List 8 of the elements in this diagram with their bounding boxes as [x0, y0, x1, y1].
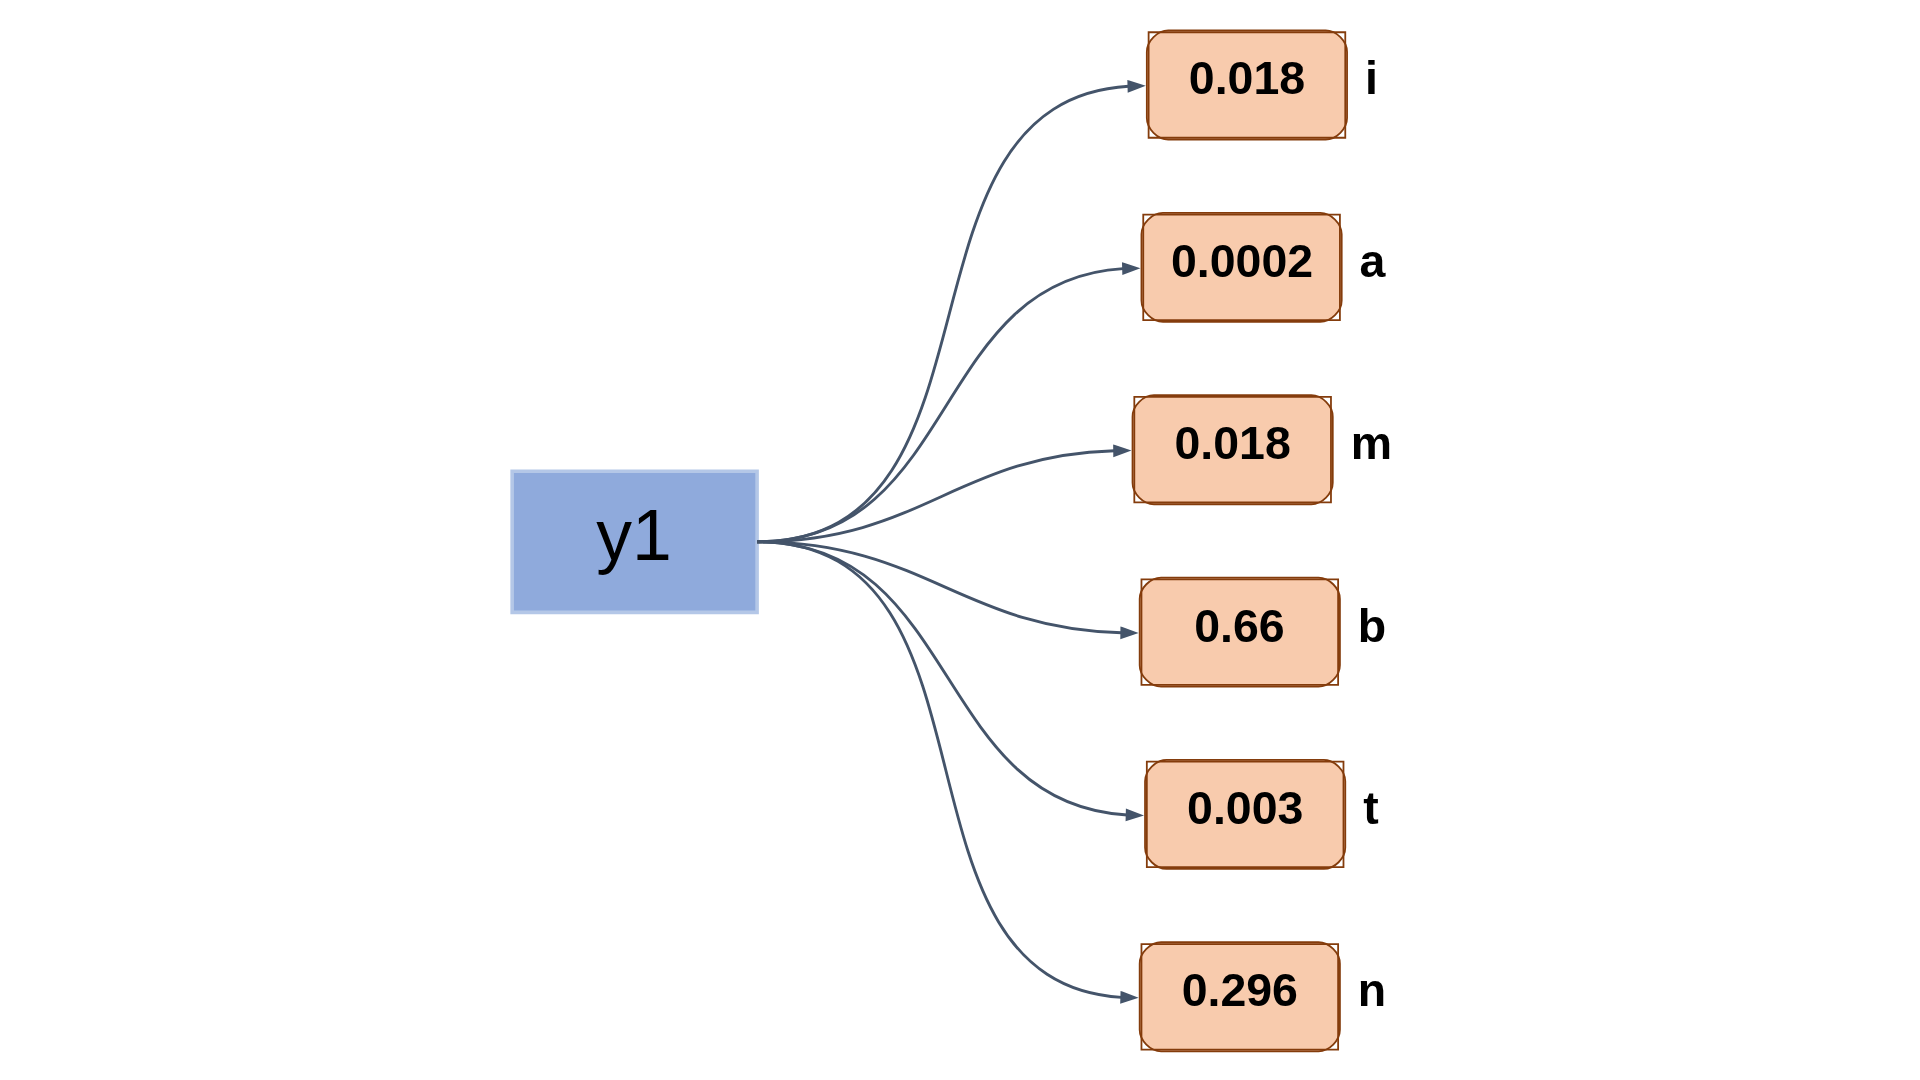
node-label: n: [1357, 964, 1387, 1017]
node-label: t: [1363, 781, 1379, 834]
node-box: y1: [510, 469, 759, 615]
node-label: b: [1357, 599, 1387, 652]
node-label: m: [1350, 417, 1392, 470]
arrow: [756, 540, 1139, 1004]
node-label: a: [1359, 234, 1386, 287]
node-label: i: [1364, 52, 1378, 105]
